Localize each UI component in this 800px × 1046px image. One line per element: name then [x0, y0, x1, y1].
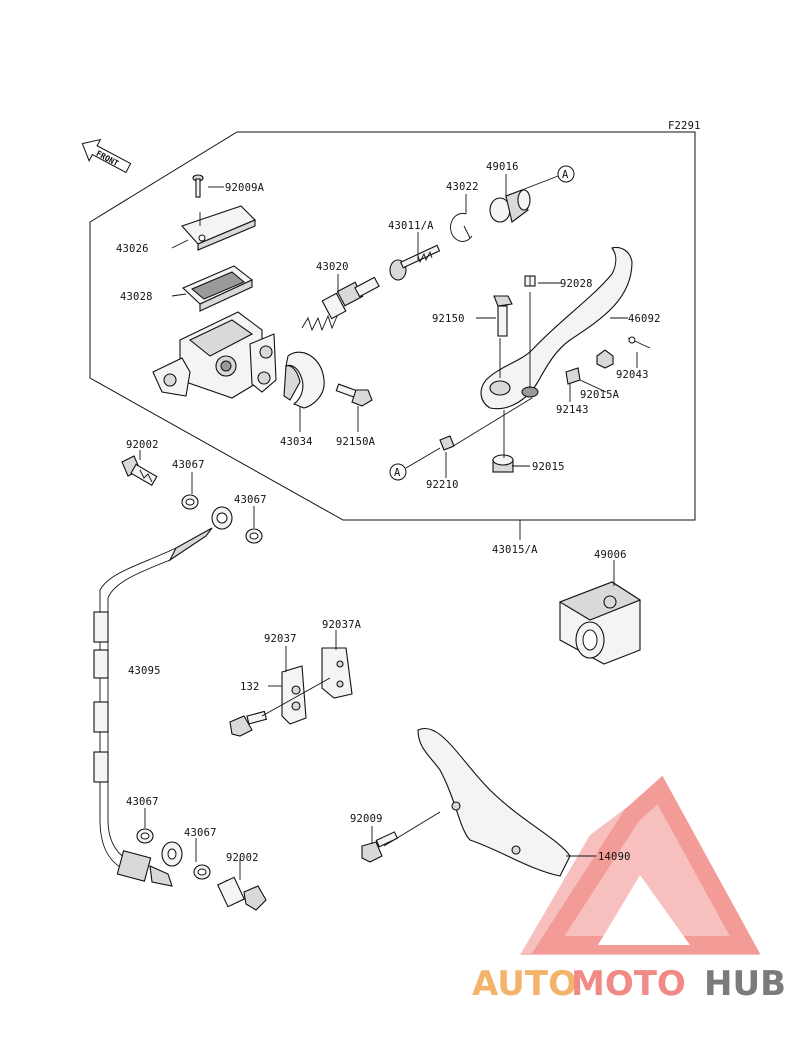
label-92009A: 92009A	[225, 182, 265, 194]
label-92143: 92143	[556, 404, 589, 416]
label-43015A: 43015/A	[492, 544, 538, 556]
figure-code: F2291	[668, 120, 701, 132]
nut-small	[596, 349, 614, 369]
leader-lines	[139, 174, 638, 880]
label-43067-c: 43067	[126, 796, 159, 808]
piston-43020	[301, 276, 380, 332]
label-92150A: 92150A	[336, 436, 376, 448]
label-92210: 92210	[426, 479, 459, 491]
holder-49006	[558, 581, 642, 665]
label-43067-b: 43067	[234, 494, 267, 506]
banjo-bolt-92002-bottom	[217, 876, 267, 911]
nut-92015	[492, 454, 514, 473]
label-92015: 92015	[532, 461, 565, 473]
label-92028: 92028	[560, 278, 593, 290]
washer-43067-a	[181, 494, 199, 510]
clamp-43034	[283, 351, 325, 409]
reservoir-cap-43026	[181, 205, 256, 251]
bolt-92150	[493, 295, 513, 337]
svg-text:A: A	[394, 467, 401, 479]
assembly-frame	[89, 131, 696, 521]
label-49006: 49006	[594, 549, 627, 561]
label-46092: 46092	[628, 313, 661, 325]
label-49016: 49016	[486, 161, 519, 173]
label-43067-d: 43067	[184, 827, 217, 839]
watermark-moto: MOTO	[571, 964, 686, 1004]
label-43026: 43026	[116, 243, 149, 255]
label-92037A: 92037A	[322, 619, 362, 631]
label-43011A: 43011/A	[388, 220, 434, 232]
cotter-pin-92043	[627, 336, 651, 349]
watermark-text: AUTO MOTO HUB	[472, 964, 786, 1004]
label-92015A: 92015A	[580, 389, 620, 401]
svg-text:A: A	[562, 169, 569, 181]
screw-92009A	[192, 174, 204, 198]
washer-43067-c	[136, 828, 154, 844]
washer-43067-d	[193, 864, 211, 880]
label-92150: 92150	[432, 313, 465, 325]
brake-lever-46092	[480, 246, 633, 410]
watermark-logo	[520, 775, 761, 955]
part-labels: 92009A 43026 43028 43020 43011/A 43022 4…	[116, 161, 661, 864]
watermark-auto: AUTO	[472, 964, 577, 1004]
label-92043: 92043	[616, 369, 649, 381]
brake-hose-43095	[93, 506, 233, 887]
master-cylinder-body	[152, 311, 277, 399]
label-43034: 43034	[280, 436, 313, 448]
guard-14090	[417, 727, 571, 877]
boot-49016	[489, 189, 531, 223]
clamp-92037	[281, 665, 307, 725]
bolt-92150A	[335, 383, 373, 407]
block-92210	[439, 435, 455, 451]
label-92009: 92009	[350, 813, 383, 825]
bolt-132	[229, 710, 268, 737]
nut-92015A	[565, 367, 581, 385]
clamp-92037A	[321, 647, 353, 699]
label-43022: 43022	[446, 181, 479, 193]
banjo-bolt-92002-top	[121, 455, 158, 486]
label-92002-top: 92002	[126, 439, 159, 451]
label-92037: 92037	[264, 633, 297, 645]
label-132: 132	[240, 681, 260, 693]
ref-circle-a-bottom: A	[389, 463, 407, 481]
label-43028: 43028	[120, 291, 153, 303]
label-43095: 43095	[128, 665, 161, 677]
front-arrow-icon: FRONT	[81, 138, 132, 174]
label-43020: 43020	[316, 261, 349, 273]
label-43067-a: 43067	[172, 459, 205, 471]
washer-43067-b	[245, 528, 263, 544]
circlip-43022	[450, 212, 473, 242]
push-rod-43011A	[389, 244, 441, 281]
label-14090: 14090	[598, 851, 631, 863]
diaphragm-43028	[182, 265, 254, 312]
ref-circle-a-top: A	[557, 165, 575, 183]
label-92002-bottom: 92002	[226, 852, 259, 864]
bolt-92009	[361, 831, 399, 863]
watermark-hub: HUB	[704, 964, 786, 1004]
pin-92028	[524, 275, 536, 287]
